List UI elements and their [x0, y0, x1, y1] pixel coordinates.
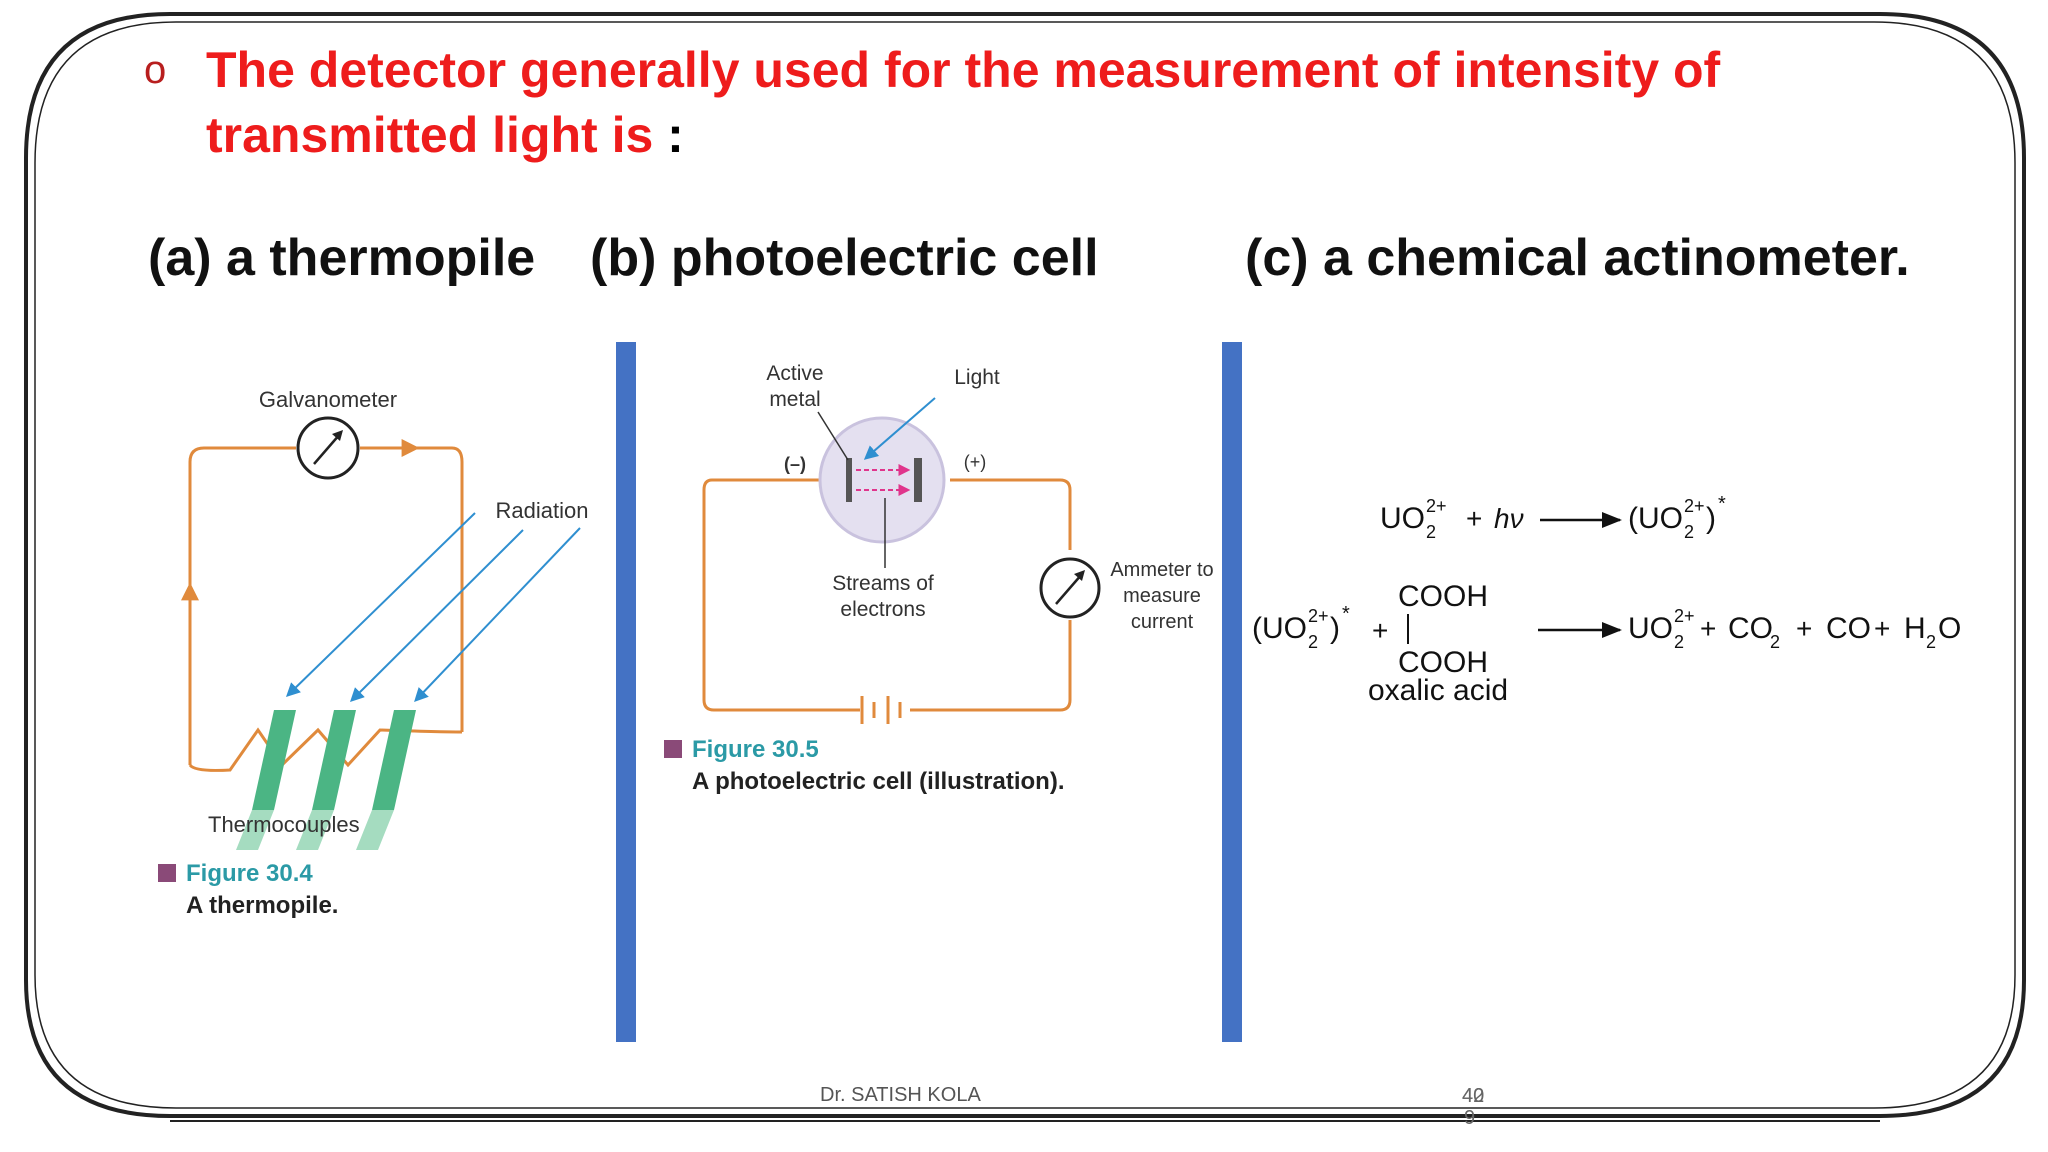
- eq1-product-sup: 2+: [1684, 496, 1705, 516]
- page-number-a: 40: [1462, 1085, 1485, 1107]
- ammeter-label-1: Ammeter to: [1110, 559, 1213, 581]
- footer-author: Dr. SATISH KOLA: [820, 1084, 981, 1106]
- electrons-label: electrons: [840, 598, 925, 621]
- eq2-product-uo2: UO: [1628, 612, 1673, 645]
- eq2-plus-3: +: [1796, 613, 1812, 644]
- radiation-label: Radiation: [496, 498, 589, 523]
- eq2-o: O: [1938, 612, 1961, 645]
- plus-label: (+): [964, 452, 987, 472]
- svg-text:): ): [1330, 612, 1340, 645]
- photoelectric-cell-diagram: Active metal Light (–) (+) Streams of el…: [702, 362, 1214, 724]
- eq1-uo2: UO: [1380, 502, 1425, 535]
- battery-icon: [860, 696, 902, 724]
- question-line-1: The detector generally used for the meas…: [206, 42, 1721, 98]
- eq2-star: *: [1342, 603, 1350, 625]
- minus-label: (–): [784, 454, 806, 474]
- eq2-uo2: UO: [1262, 612, 1307, 645]
- figure-b-marker: [664, 740, 682, 758]
- figure-a-marker: [158, 864, 176, 882]
- vacuum-tube-icon: [818, 416, 946, 544]
- figure-b-number: Figure 30.5: [692, 736, 819, 763]
- ammeter-label-2: measure: [1123, 585, 1201, 607]
- oxalic-acid-label: oxalic acid: [1368, 674, 1508, 707]
- eq1-product-uo2: UO: [1638, 502, 1683, 535]
- active-label: Active: [766, 362, 823, 385]
- eq1-hv: hν: [1494, 503, 1524, 534]
- eq2-product-sub: 2: [1674, 632, 1684, 652]
- eq1-star: *: [1718, 493, 1726, 515]
- light-label: Light: [954, 366, 1000, 389]
- thermocouples-icon: [236, 710, 416, 850]
- ammeter-icon: [1039, 557, 1101, 619]
- galvanometer-label: Galvanometer: [259, 387, 397, 412]
- eq2-co: CO: [1826, 612, 1871, 645]
- circuit-wire: [702, 478, 1072, 712]
- eq2-h: H: [1904, 612, 1926, 645]
- question-line-2: transmitted light is :: [206, 103, 684, 168]
- option-c: (c) a chemical actinometer.: [1245, 229, 1910, 287]
- eq2-sub: 2: [1308, 632, 1318, 652]
- divider-left: [616, 342, 636, 1042]
- eq2-sup: 2+: [1308, 606, 1329, 626]
- divider-right: [1222, 342, 1242, 1042]
- galvanometer-icon: [296, 416, 360, 480]
- eq2-plus-1: +: [1372, 615, 1388, 646]
- eq2-co2: CO: [1728, 612, 1773, 645]
- circuit-wire: [188, 446, 464, 765]
- svg-text:(: (: [1252, 612, 1262, 645]
- eq2-plus-2: +: [1700, 613, 1716, 644]
- figure-a-caption: A thermopile.: [186, 892, 339, 919]
- actinometer-equations: UO 2+ 2 + hν ( UO 2+ 2 ) * ( UO 2+ 2 ) *…: [1252, 493, 1961, 707]
- eq1-plus: +: [1466, 503, 1482, 534]
- figure-a-number: Figure 30.4: [186, 860, 313, 887]
- eq1-product-sub: 2: [1684, 522, 1694, 542]
- eq2-co2-sub: 2: [1770, 632, 1780, 652]
- option-b: (b) photoelectric cell: [590, 229, 1099, 287]
- question-colon: :: [667, 107, 684, 163]
- thermopile-diagram: Galvanometer Radiation Thermocouples: [181, 387, 589, 850]
- eq1-sub: 2: [1426, 522, 1436, 542]
- eq2-h2o-sub: 2: [1926, 632, 1936, 652]
- ammeter-label-3: current: [1131, 611, 1194, 633]
- cooh-top: COOH: [1398, 580, 1488, 613]
- thermocouples-label: Thermocouples: [208, 812, 360, 837]
- svg-text:(: (: [1628, 502, 1638, 535]
- metal-label: metal: [769, 388, 820, 411]
- eq2-plus-4: +: [1874, 613, 1890, 644]
- streams-label: Streams of: [832, 572, 934, 595]
- eq1-sup: 2+: [1426, 496, 1447, 516]
- cooh-bottom: COOH: [1398, 646, 1488, 679]
- svg-text:): ): [1706, 502, 1716, 535]
- bullet-marker: o: [144, 48, 167, 92]
- page-number-c: 9: [1464, 1107, 1476, 1129]
- eq2-product-sup: 2+: [1674, 606, 1695, 626]
- page-number-b: 42: [1462, 1085, 1485, 1107]
- option-a: (a) a thermopile: [148, 229, 536, 287]
- figure-b-caption: A photoelectric cell (illustration).: [692, 768, 1065, 795]
- question-line-2-text: transmitted light is: [206, 107, 654, 163]
